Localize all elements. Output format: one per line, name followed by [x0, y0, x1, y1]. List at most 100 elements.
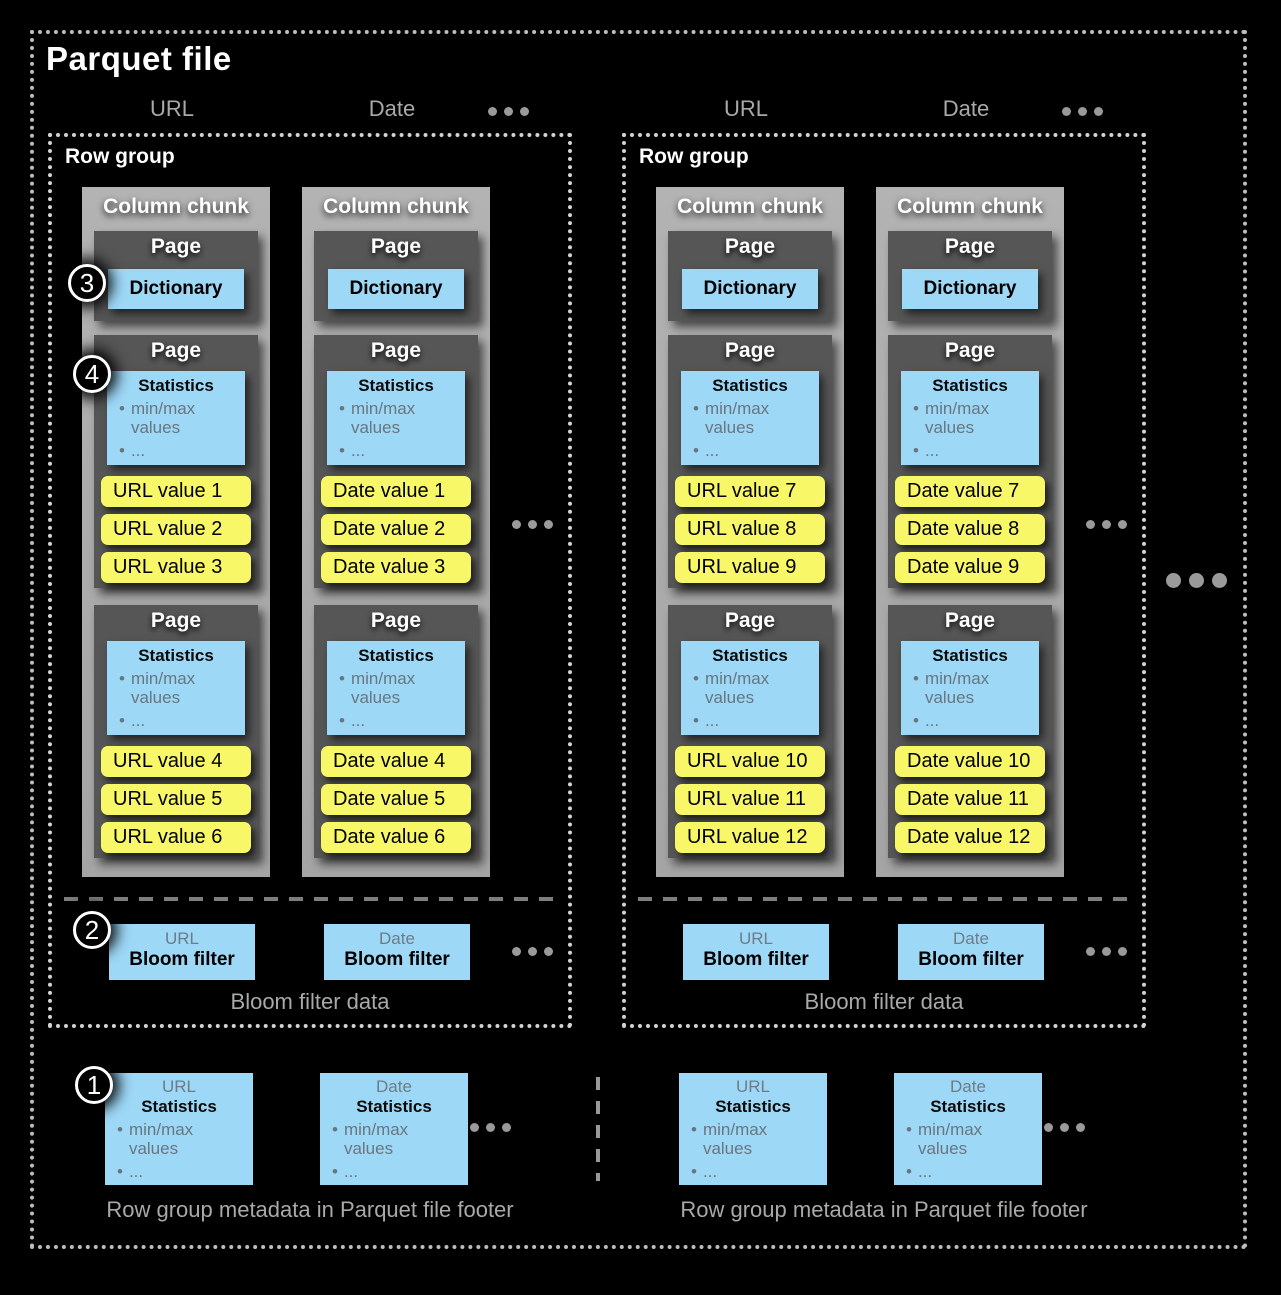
ellipsis-icon — [1086, 520, 1127, 529]
ellipsis-icon — [1062, 107, 1103, 116]
bullet-item: •min/max values — [913, 669, 1039, 707]
bullet-icon: • — [119, 669, 125, 688]
statistics-box: Statistics•min/max values•... — [681, 641, 819, 735]
page-label: Page — [370, 609, 422, 632]
dot-icon — [1212, 573, 1227, 588]
dot-icon — [512, 520, 521, 529]
annotation-circle-4: 4 — [73, 355, 111, 393]
statistics-bullets: •min/max values•... — [332, 1120, 468, 1181]
ellipsis-icon — [512, 520, 553, 529]
bullet-text: ... — [130, 711, 146, 730]
value-box: Date value 6 — [321, 822, 471, 853]
bullet-icon: • — [339, 711, 345, 730]
bullet-text: min/max values — [917, 1120, 983, 1158]
statistics-title: Statistics — [358, 646, 434, 665]
page-label: Page — [724, 235, 776, 258]
bloom-filter-divider — [638, 897, 1138, 901]
dot-icon — [1094, 107, 1103, 116]
dot-icon — [1044, 1123, 1053, 1132]
bullet-item: • min/max values — [906, 1120, 1042, 1158]
footer-column-label: URL — [161, 1077, 196, 1096]
bullet-item: •... — [332, 1162, 468, 1181]
bullet-text: min/max values — [704, 669, 770, 707]
dot-icon — [1118, 947, 1127, 956]
bullet-icon: • — [913, 441, 919, 460]
statistics-bullets: •min/max values•... — [691, 1120, 827, 1181]
value-box: URL value 3 — [101, 552, 251, 583]
bullet-item: •... — [117, 1162, 253, 1181]
dictionary-box: Dictionary — [328, 269, 464, 309]
bullet-text: min/max values — [130, 669, 196, 707]
dot-icon — [1086, 520, 1095, 529]
bloom-filter-label: Bloom filter — [344, 949, 450, 970]
bullet-text: min/max values — [128, 1120, 194, 1158]
dot-icon — [502, 1123, 511, 1132]
ellipsis-icon — [488, 107, 529, 116]
footer-caption: Row group metadata in Parquet file foote… — [680, 1197, 1088, 1222]
bullet-item: •... — [913, 441, 1039, 460]
value-box: URL value 9 — [675, 552, 825, 583]
annotation-circle-1: 1 — [75, 1066, 113, 1104]
bullet-icon: • — [119, 711, 125, 730]
statistics-title: Statistics — [141, 1097, 217, 1116]
statistics-box: Statistics•min/max values•... — [681, 371, 819, 465]
bullet-icon: • — [119, 441, 125, 460]
statistics-box: Statistics •min/max values •... — [107, 371, 245, 465]
dot-icon — [470, 1123, 479, 1132]
row-group-label: Row group — [65, 145, 175, 168]
value-box: URL value 12 — [675, 822, 825, 853]
bullet-text: ... — [702, 1162, 718, 1181]
statistics-bullets: •min/max values •... — [119, 399, 245, 460]
value-box: Date value 4 — [321, 746, 471, 777]
bullet-item: •... — [119, 441, 245, 460]
bloom-column-label: URL — [738, 929, 773, 948]
statistics-bullets: •min/max values •... — [913, 669, 1039, 730]
page-label: Page — [150, 339, 202, 362]
bullet-icon: • — [693, 399, 699, 418]
ellipsis-icon — [1086, 947, 1127, 956]
statistics-box: Statistics•min/max values•... — [107, 641, 245, 735]
bullet-text: min/max values — [350, 399, 416, 437]
bullet-icon: • — [693, 441, 699, 460]
bullet-item: •min/max values — [119, 399, 245, 437]
page-label: Page — [150, 235, 202, 258]
row-group-label: Row group — [639, 145, 749, 168]
value-box: Date value 10 — [895, 746, 1045, 777]
statistics-bullets: •min/max values•... — [339, 669, 465, 730]
bullet-item: • min/max values — [913, 399, 1039, 437]
statistics-box: Statistics •min/max values•... — [327, 641, 465, 735]
statistics-title: Statistics — [356, 1097, 432, 1116]
bullet-icon: • — [906, 1120, 912, 1139]
statistics-title: Statistics — [138, 376, 214, 395]
bullet-icon: • — [332, 1162, 338, 1181]
value-box: URL value 1 — [101, 476, 251, 507]
bullet-item: •... — [913, 711, 1039, 730]
column-chunk-label: Column chunk — [103, 195, 249, 218]
bloom-filter-label: Bloom filter — [918, 949, 1024, 970]
statistics-bullets: •min/max values•... — [693, 399, 819, 460]
annotation-number: 2 — [84, 915, 100, 945]
bullet-icon: • — [913, 399, 919, 418]
dot-icon — [1086, 947, 1095, 956]
dot-icon — [512, 947, 521, 956]
bullet-icon: • — [906, 1162, 912, 1181]
statistics-bullets: •min/max values•... — [117, 1120, 253, 1181]
bullet-text: min/max values — [924, 399, 990, 437]
page-label: Page — [944, 609, 996, 632]
value-box: Date value 8 — [895, 514, 1045, 545]
dot-icon — [1078, 107, 1087, 116]
value-box: Date value 5 — [321, 784, 471, 815]
bullet-text: ... — [917, 1162, 933, 1181]
bullet-text: min/max values — [702, 1120, 768, 1158]
bullet-item: •min/max values — [691, 1120, 827, 1158]
